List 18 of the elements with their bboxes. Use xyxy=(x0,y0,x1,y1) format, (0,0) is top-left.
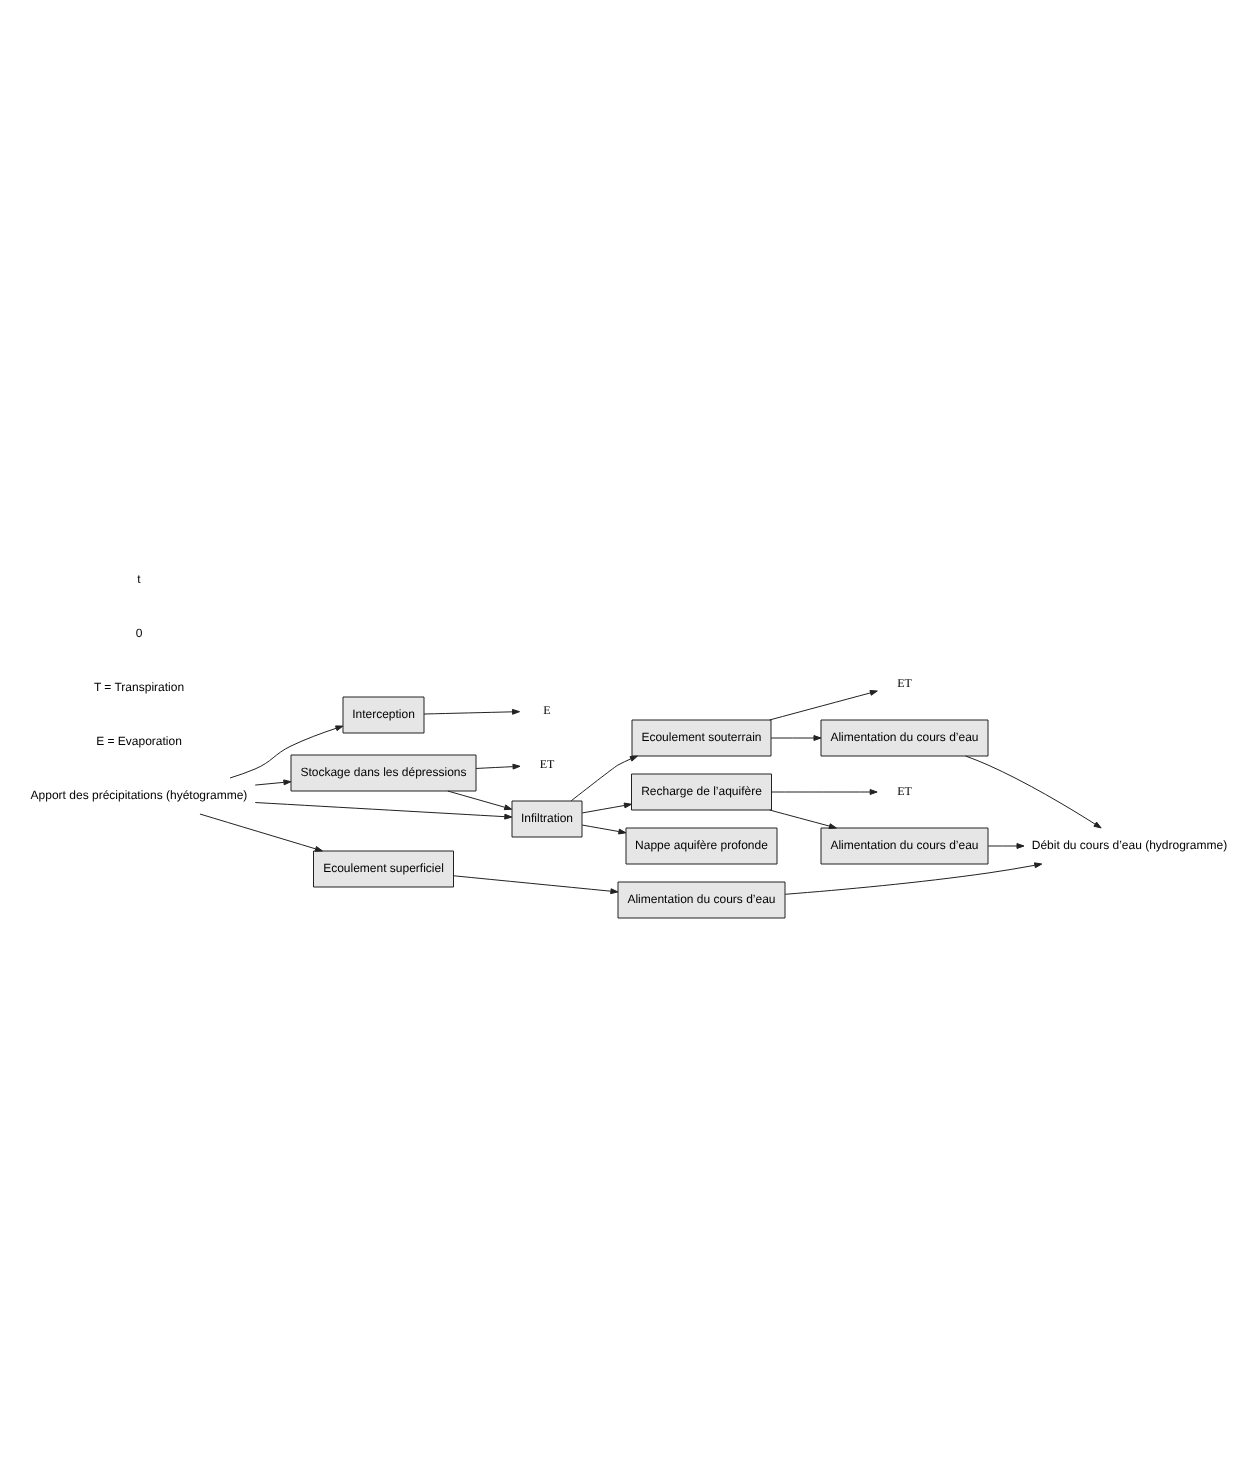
arrow xyxy=(965,754,1102,828)
arrow xyxy=(453,874,619,894)
arrow xyxy=(770,734,822,740)
arrow xyxy=(784,861,1043,894)
arrow xyxy=(447,789,513,810)
arrow xyxy=(771,788,878,794)
arrow xyxy=(581,801,632,813)
arrow xyxy=(423,707,520,714)
arrow xyxy=(987,842,1025,848)
arrow xyxy=(475,762,521,769)
arrow xyxy=(254,801,513,819)
arrow xyxy=(769,689,878,720)
arrow xyxy=(570,754,638,801)
arrow xyxy=(199,812,323,851)
arrow xyxy=(229,724,344,778)
arrow xyxy=(769,808,837,828)
arrow xyxy=(581,823,627,834)
arrow xyxy=(254,778,292,785)
